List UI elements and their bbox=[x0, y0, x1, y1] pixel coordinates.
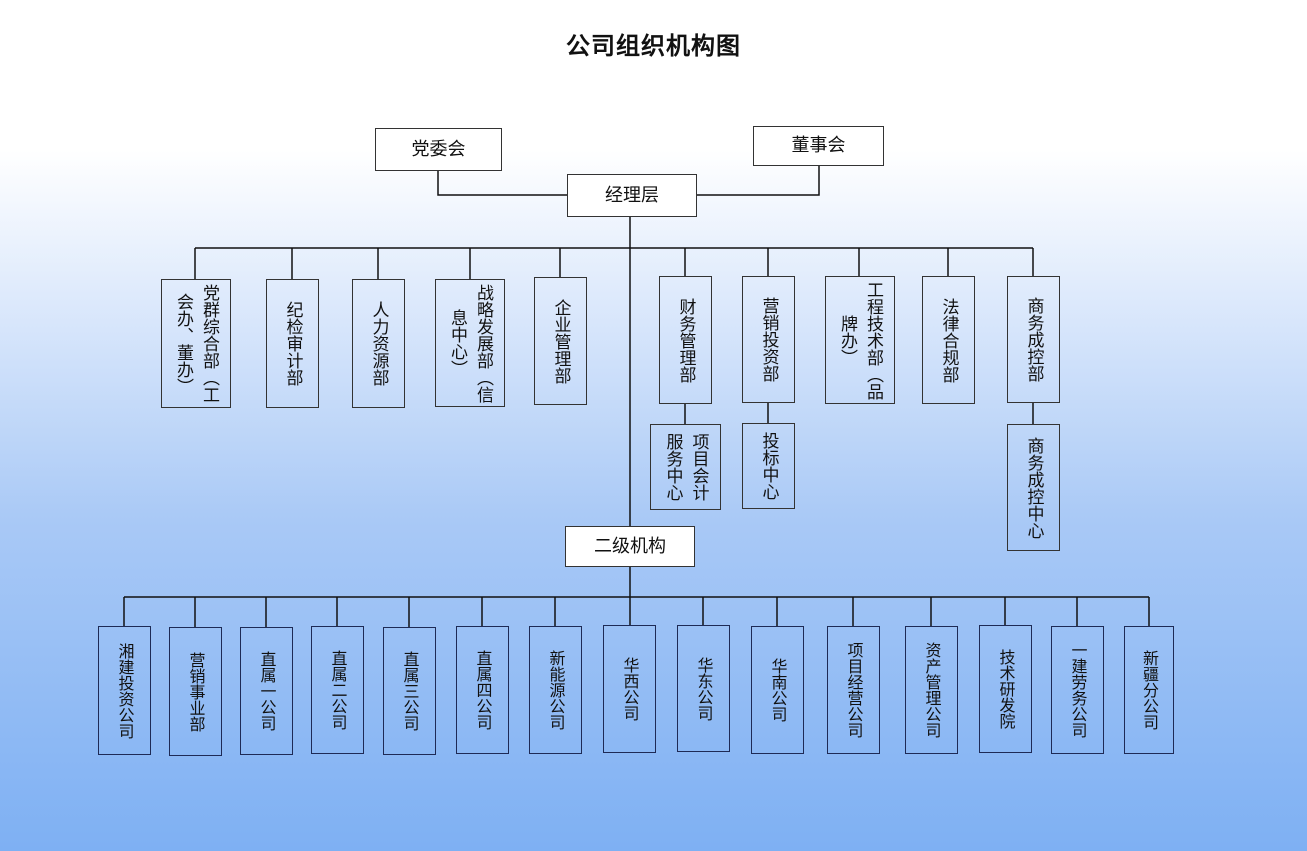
subsidiary-label: 技术研发院 bbox=[996, 649, 1016, 729]
subsidiary-label: 直属三公司 bbox=[400, 651, 420, 731]
chart-title: 公司组织机构图 bbox=[566, 31, 741, 60]
subsidiary-box: 直属三公司 bbox=[383, 627, 436, 755]
dept-box: 纪检审计部 bbox=[266, 279, 319, 408]
dept-box: 财务管理部 bbox=[659, 276, 712, 404]
dept-label: 人力资源部 bbox=[368, 301, 389, 386]
dept-box: 商务成控部 bbox=[1007, 276, 1060, 403]
subsidiary-label: 直属二公司 bbox=[328, 650, 348, 730]
center-box: 商务成控中心 bbox=[1007, 424, 1060, 551]
subsidiary-label: 营销事业部 bbox=[186, 651, 206, 732]
center-box: 项目会计服务中心 bbox=[650, 424, 721, 510]
dept-label: 战略发展部（信息中心） bbox=[447, 283, 493, 403]
subsidiary-label: 华东公司 bbox=[694, 656, 714, 721]
subsidiary-label: 新疆分公司 bbox=[1140, 650, 1159, 730]
party-committee-box: 党委会 bbox=[375, 128, 502, 171]
dept-box: 党群综合部（工会办、董办） bbox=[161, 279, 231, 408]
subsidiary-label: 直属四公司 bbox=[473, 650, 493, 730]
dept-label: 纪检审计部 bbox=[282, 301, 303, 386]
subsidiary-box: 新能源公司 bbox=[529, 626, 582, 754]
subsidiary-box: 营销事业部 bbox=[169, 627, 222, 756]
subsidiary-label: 湘建投资公司 bbox=[115, 642, 135, 739]
subsidiary-box: 直属二公司 bbox=[311, 626, 364, 754]
subsidiary-box: 一建劳务公司 bbox=[1051, 626, 1104, 754]
secondary-box: 二级机构 bbox=[565, 526, 695, 567]
subsidiary-box: 直属四公司 bbox=[456, 626, 509, 754]
subsidiary-label: 华南公司 bbox=[768, 658, 788, 722]
subsidiary-label: 一建劳务公司 bbox=[1068, 642, 1088, 738]
subsidiary-box: 华南公司 bbox=[751, 626, 804, 754]
dept-label: 营销投资部 bbox=[758, 297, 779, 382]
subsidiary-label: 直属一公司 bbox=[257, 651, 277, 731]
dept-label: 党群综合部（工会办、董办） bbox=[173, 284, 219, 403]
management-label: 经理层 bbox=[605, 184, 659, 206]
subsidiary-box: 新疆分公司 bbox=[1124, 626, 1174, 754]
subsidiary-label: 项目经营公司 bbox=[844, 642, 864, 738]
secondary-label: 二级机构 bbox=[594, 535, 666, 557]
center-label: 商务成控中心 bbox=[1023, 436, 1044, 539]
dept-label: 商务成控部 bbox=[1023, 297, 1044, 382]
subsidiary-box: 直属一公司 bbox=[240, 627, 293, 755]
center-box: 投标中心 bbox=[742, 423, 795, 509]
dept-label: 法律合规部 bbox=[938, 297, 959, 383]
dept-box: 工程技术部（品牌办） bbox=[825, 276, 895, 404]
board-label: 董事会 bbox=[791, 135, 846, 156]
subsidiary-box: 华东公司 bbox=[677, 625, 730, 752]
dept-box: 营销投资部 bbox=[742, 276, 795, 403]
management-box: 经理层 bbox=[567, 174, 697, 217]
dept-box: 战略发展部（信息中心） bbox=[435, 279, 505, 407]
subsidiary-box: 技术研发院 bbox=[979, 625, 1032, 753]
dept-box: 企业管理部 bbox=[534, 277, 587, 405]
dept-label: 企业管理部 bbox=[550, 298, 571, 384]
subsidiary-box: 项目经营公司 bbox=[827, 626, 880, 754]
board-box: 董事会 bbox=[753, 126, 884, 166]
party-committee-label: 党委会 bbox=[411, 138, 466, 160]
dept-label: 工程技术部（品牌办） bbox=[837, 280, 883, 400]
subsidiary-label: 资产管理公司 bbox=[922, 642, 942, 738]
dept-box: 法律合规部 bbox=[922, 276, 975, 404]
subsidiary-box: 湘建投资公司 bbox=[98, 626, 151, 755]
dept-label: 财务管理部 bbox=[675, 297, 696, 383]
subsidiary-box: 华西公司 bbox=[603, 625, 656, 753]
dept-box: 人力资源部 bbox=[352, 279, 405, 408]
subsidiary-box: 资产管理公司 bbox=[905, 626, 958, 754]
center-label: 项目会计服务中心 bbox=[662, 433, 709, 501]
subsidiary-label: 华西公司 bbox=[620, 657, 640, 721]
subsidiary-label: 新能源公司 bbox=[546, 650, 566, 730]
center-label: 投标中心 bbox=[758, 432, 779, 500]
